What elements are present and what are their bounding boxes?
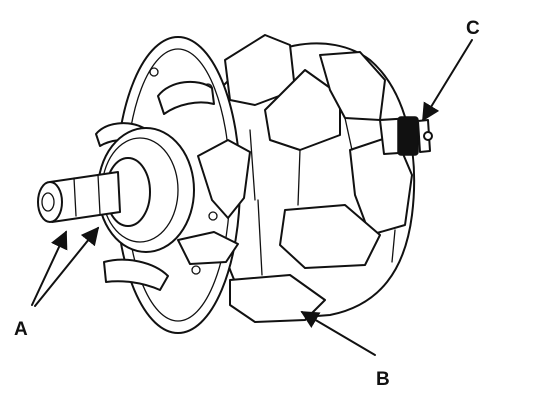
callout-arrows [31, 39, 473, 356]
rear-claw-finger [264, 69, 341, 151]
front-claw [103, 258, 169, 291]
front-claw [177, 231, 239, 265]
slip-ring [397, 116, 419, 156]
callout-label-a: A [14, 319, 28, 340]
callout-label-c: C [466, 18, 480, 39]
callout-label-b: B [376, 369, 390, 390]
arrow-a-1 [31, 230, 68, 306]
rotor-assembly [37, 34, 433, 334]
front-claw [197, 139, 251, 219]
arrow-b [300, 311, 376, 356]
arrow-a-2 [34, 226, 100, 307]
rear-claw-finger [279, 204, 381, 269]
arrow-c [422, 39, 473, 122]
front-claw [157, 80, 215, 115]
